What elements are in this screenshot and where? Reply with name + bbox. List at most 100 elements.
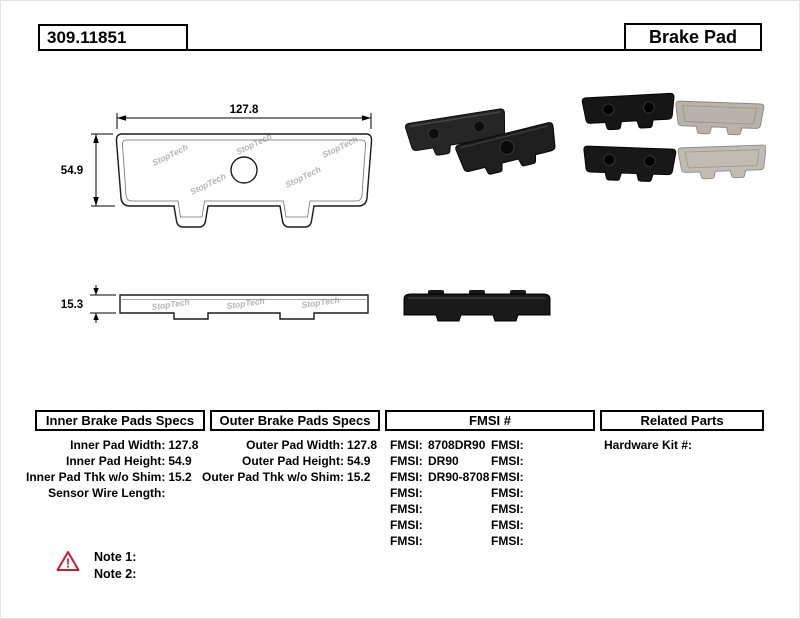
fmsi-label: FMSI: xyxy=(390,454,423,468)
height-dimension-label: 54.9 xyxy=(61,165,83,177)
spec-label: Outer Pad Width: xyxy=(246,438,345,452)
related-part-label: Hardware Kit #: xyxy=(604,438,693,452)
fmsi-value: 8708DR90 xyxy=(428,438,486,452)
watermark-text: StopTech xyxy=(188,171,227,197)
outer-specs-header: Outer Brake Pads Specs xyxy=(210,410,380,431)
fmsi-row: FMSI: xyxy=(491,485,529,501)
spec-value xyxy=(168,485,208,501)
fmsi-value xyxy=(426,533,428,549)
watermark-text: StopTech xyxy=(283,164,322,190)
note-2: Note 2: xyxy=(94,567,137,581)
fmsi-right-column: FMSI: FMSI: FMSI: FMSI: FMSI: FMSI: FMSI… xyxy=(491,437,529,549)
watermark-text: StopTech xyxy=(150,142,189,168)
fmsi-row: FMSI: xyxy=(390,533,489,549)
spec-value: 54.9 xyxy=(347,454,371,468)
width-dimension-label: 127.8 xyxy=(230,104,259,116)
fmsi-value xyxy=(527,469,529,485)
spec-row: Inner Pad Height: 54.9 xyxy=(26,453,208,469)
fmsi-label: FMSI: xyxy=(390,470,423,484)
fmsi-value xyxy=(527,533,529,549)
thickness-dimension-label: 15.3 xyxy=(61,299,83,311)
related-parts-title: Related Parts xyxy=(640,413,724,428)
product-title: Brake Pad xyxy=(648,26,738,47)
pad-photo-edge-view xyxy=(403,290,551,322)
spec-value: 15.2 xyxy=(347,470,371,484)
fmsi-label: FMSI: xyxy=(491,518,524,532)
side-view-drawing: StopTech StopTech StopTech 15.3 xyxy=(61,285,369,323)
spec-row: Outer Pad Thk w/o Shim: 15.2 xyxy=(202,469,387,485)
fmsi-label: FMSI: xyxy=(491,454,524,468)
fmsi-value xyxy=(527,437,529,453)
product-title-box: Brake Pad xyxy=(624,23,762,51)
fmsi-value xyxy=(527,501,529,517)
fmsi-row: FMSI: xyxy=(491,469,529,485)
fmsi-label: FMSI: xyxy=(491,502,524,516)
spec-row: Inner Pad Width: 127.8 xyxy=(26,437,208,453)
fmsi-value xyxy=(426,501,428,517)
note-1: Note 1: xyxy=(94,550,137,564)
pad-outline xyxy=(115,133,373,228)
fmsi-value: DR90 xyxy=(428,454,459,468)
part-number-box: 309.11851 xyxy=(38,24,188,51)
spec-label: Sensor Wire Length: xyxy=(48,486,166,500)
fmsi-row: FMSI: xyxy=(390,485,489,501)
fmsi-label: FMSI: xyxy=(390,518,423,532)
watermark-text: StopTech xyxy=(234,131,273,157)
fmsi-row: FMSI: DR90-8708 xyxy=(390,469,489,485)
fmsi-value xyxy=(426,517,428,533)
pad-side-outline xyxy=(119,294,369,320)
spec-row: Outer Pad Height: 54.9 xyxy=(202,453,387,469)
outer-specs-table: Outer Pad Width: 127.8 Outer Pad Height:… xyxy=(202,437,387,485)
notes-block: Note 1: Note 2: xyxy=(94,549,136,583)
fmsi-value: DR90-8708 xyxy=(428,470,490,484)
pad-photo-set xyxy=(581,92,766,183)
fmsi-row: FMSI: xyxy=(491,517,529,533)
inner-specs-title: Inner Brake Pads Specs xyxy=(45,413,195,428)
fmsi-value xyxy=(426,485,428,501)
fmsi-label: FMSI: xyxy=(491,486,524,500)
spec-label: Outer Pad Height: xyxy=(242,454,345,468)
watermark-text: StopTech xyxy=(320,134,359,160)
pad-inner-contour xyxy=(122,139,366,218)
watermark-text: StopTech xyxy=(226,296,265,311)
spec-value: 54.9 xyxy=(168,454,192,468)
fmsi-row: FMSI: xyxy=(491,501,529,517)
fmsi-title: FMSI # xyxy=(469,413,511,428)
fmsi-value xyxy=(527,453,529,469)
warning-icon: ! xyxy=(56,551,80,571)
watermark-text: StopTech xyxy=(151,297,190,312)
fmsi-row: FMSI: xyxy=(491,437,529,453)
related-part-row: Hardware Kit #: xyxy=(604,437,692,453)
fmsi-left-column: FMSI: 8708DR90 FMSI: DR90 FMSI: DR90-870… xyxy=(390,437,489,549)
fmsi-row: FMSI: 8708DR90 xyxy=(390,437,489,453)
fmsi-row: FMSI: xyxy=(491,533,529,549)
spec-value: 127.8 xyxy=(347,438,378,452)
header-rule xyxy=(38,49,762,51)
fmsi-row: FMSI: DR90 xyxy=(390,453,489,469)
fmsi-label: FMSI: xyxy=(390,534,423,548)
fmsi-row: FMSI: xyxy=(390,517,489,533)
fmsi-row: FMSI: xyxy=(390,501,489,517)
fmsi-label: FMSI: xyxy=(390,438,423,452)
fmsi-row: FMSI: xyxy=(491,453,529,469)
pad-center-hole xyxy=(230,156,258,184)
spec-row: Inner Pad Thk w/o Shim: 15.2 xyxy=(26,469,208,485)
fmsi-label: FMSI: xyxy=(390,486,423,500)
fmsi-label: FMSI: xyxy=(491,438,524,452)
front-view-drawing: StopTech StopTech StopTech StopTech Stop… xyxy=(61,104,373,228)
fmsi-label: FMSI: xyxy=(491,534,524,548)
spec-label: Outer Pad Thk w/o Shim: xyxy=(202,470,345,484)
watermark-text: StopTech xyxy=(301,295,340,310)
spec-value: 127.8 xyxy=(168,438,199,452)
fmsi-label: FMSI: xyxy=(390,502,423,516)
related-parts-header: Related Parts xyxy=(600,410,764,431)
fmsi-header: FMSI # xyxy=(385,410,595,431)
fmsi-value xyxy=(527,517,529,533)
spec-row: Sensor Wire Length: xyxy=(26,485,208,501)
fmsi-value xyxy=(527,485,529,501)
spec-label: Inner Pad Height: xyxy=(66,454,166,468)
spec-row: Outer Pad Width: 127.8 xyxy=(202,437,387,453)
warning-glyph: ! xyxy=(66,556,70,571)
spec-label: Inner Pad Width: xyxy=(70,438,166,452)
